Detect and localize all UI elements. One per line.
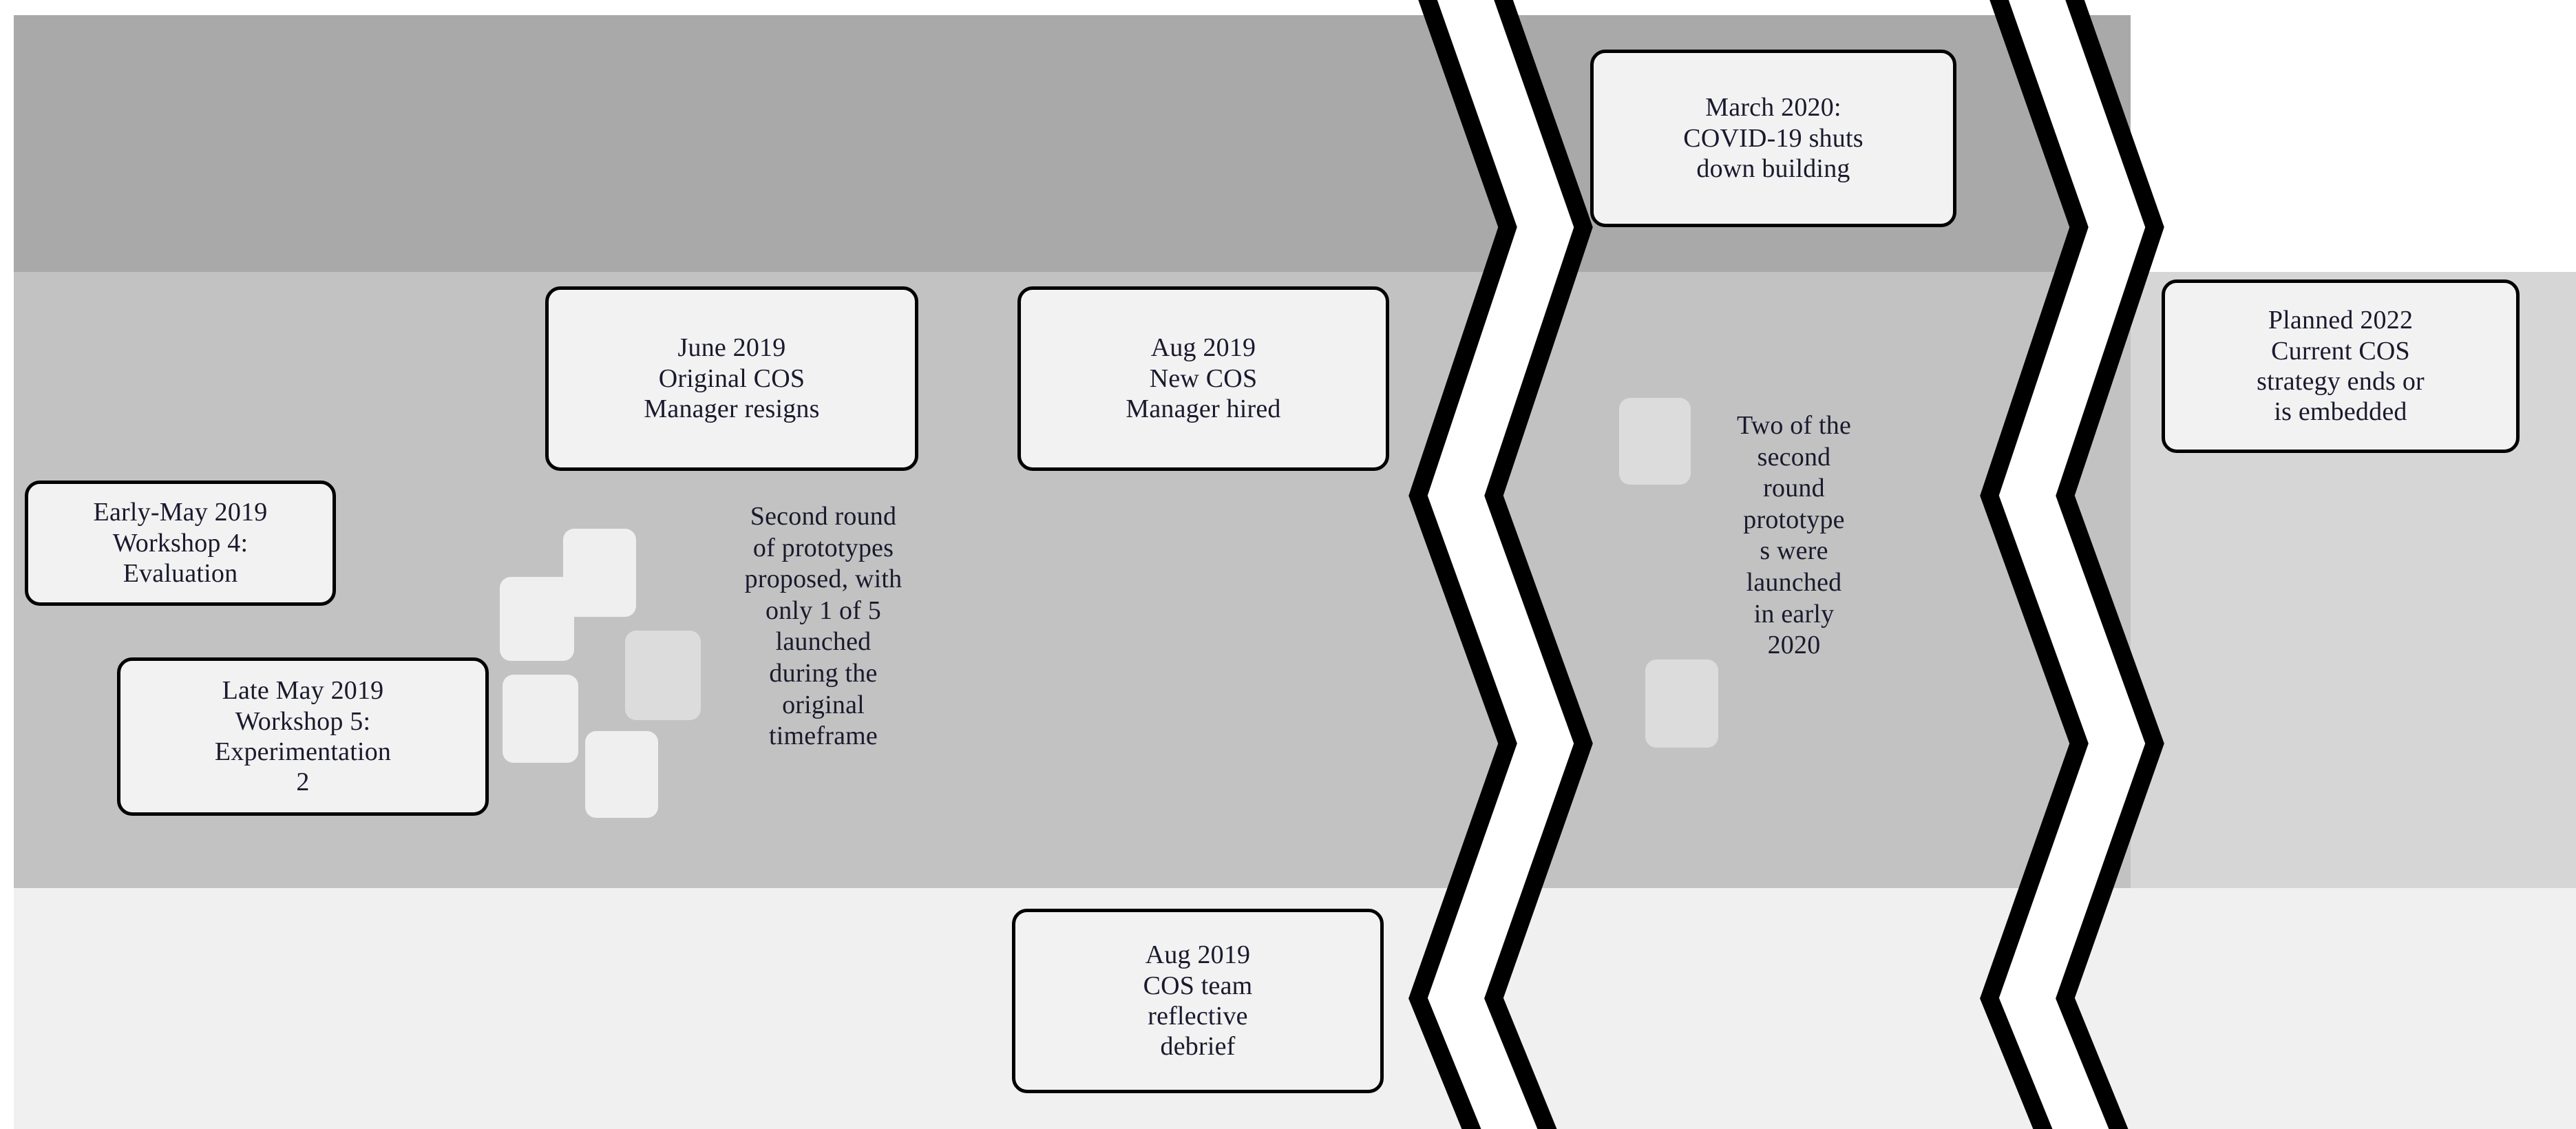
annotation-two-launched: Two of the second round prototype s were… xyxy=(1736,411,1852,660)
event-box-aug-2019-manager-hired[interactable]: Aug 2019 New COS Manager hired xyxy=(1017,286,1389,471)
event-box-workshop-4[interactable]: Early-May 2019 Workshop 4: Evaluation xyxy=(25,481,336,606)
prototype-square-pending xyxy=(585,731,658,818)
event-box-aug-2019-debrief[interactable]: Aug 2019 COS team reflective debrief xyxy=(1012,909,1384,1093)
prototype-square-launched xyxy=(625,631,701,720)
prototype-square-pending xyxy=(500,577,574,661)
prototype-square-pending xyxy=(563,529,636,617)
band-right-top-blank xyxy=(2131,15,2576,272)
event-box-planned-2022[interactable]: Planned 2022 Current COS strategy ends o… xyxy=(2162,279,2520,453)
annotation-second-round: Second round of prototypes proposed, wit… xyxy=(744,502,902,751)
event-box-march-2020-covid[interactable]: March 2020: COVID-19 shuts down building xyxy=(1590,50,1956,227)
prototype-square-launched xyxy=(1645,660,1718,748)
event-box-june-2019-manager-resigns[interactable]: June 2019 Original COS Manager resigns xyxy=(545,286,918,471)
timeline-break-2-icon xyxy=(1962,0,2168,1129)
timeline-break-1-icon xyxy=(1391,0,1597,1129)
prototype-square-launched xyxy=(1619,398,1691,485)
event-box-workshop-5[interactable]: Late May 2019 Workshop 5: Experimentatio… xyxy=(117,657,489,816)
prototype-square-pending xyxy=(503,675,578,763)
